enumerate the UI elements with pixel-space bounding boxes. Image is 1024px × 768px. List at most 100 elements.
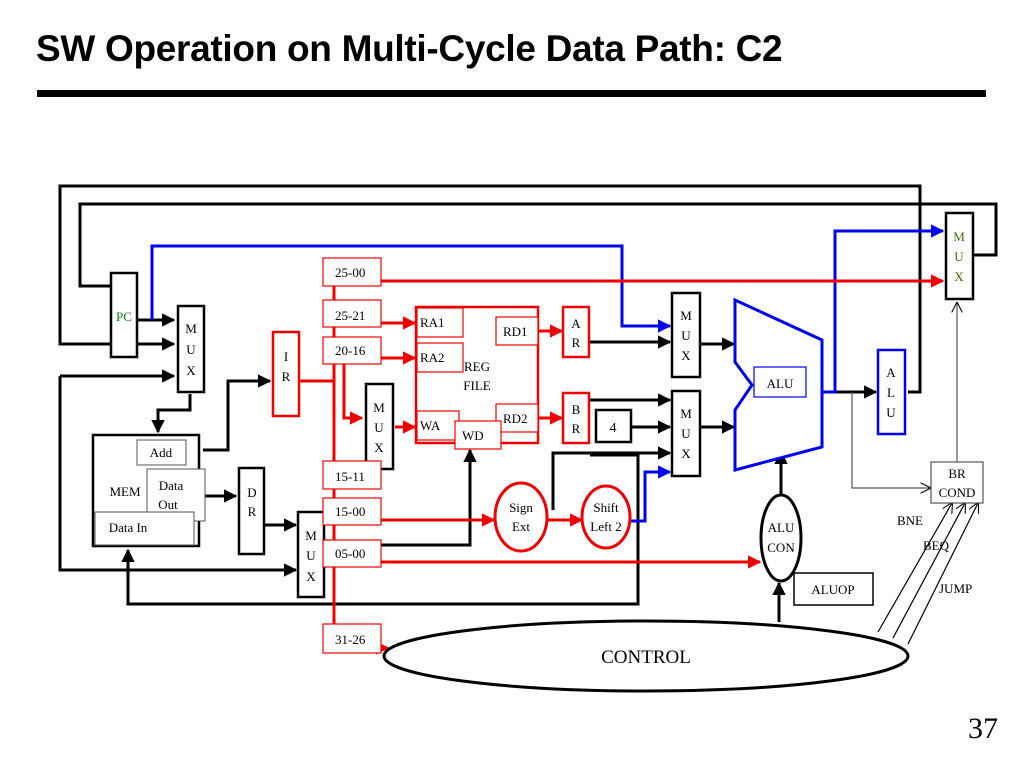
aluout-letter-l: L (887, 385, 895, 400)
title-underline (37, 90, 986, 97)
ir-letter-r: R (282, 369, 291, 384)
alu: ALU (733, 297, 824, 472)
ir-register: I R (271, 330, 301, 418)
jmux-letter-x: X (954, 269, 964, 284)
memory-unit: Add MEM Data Out Data In (91, 433, 206, 548)
dr-letter-r: R (248, 504, 257, 519)
shift-left-2: Shift Left 2 (580, 484, 632, 550)
alucon-line-2: CON (767, 540, 795, 555)
jmux-letter-m: M (953, 229, 965, 244)
control-unit: CONTROL (382, 619, 910, 693)
ir-field-labels: 25-00 25-21 20-16 15-11 15-00 05-00 31-2… (322, 257, 382, 654)
field-20-16: 20-16 (335, 343, 366, 358)
wire-pc-to-aluMux (150, 244, 672, 333)
wire-f20_16-to-regmux (342, 358, 364, 425)
wire-jumpmux-to-pc (78, 202, 998, 312)
sign-extend: Sign Ext (493, 481, 549, 553)
register-file: RA1 RA2 RD1 RD2 WA WD REG FILE (414, 305, 540, 450)
wire-b-to-datain (121, 453, 640, 606)
regfile-name-1: REG (464, 359, 490, 374)
mem-add-label: Add (150, 445, 173, 460)
jump-label: JUMP (939, 581, 972, 596)
brcond-line-1: BR (948, 466, 966, 481)
wire-aluout-to-wmux (58, 376, 298, 577)
alu-mux-b: M U X (670, 389, 702, 478)
ir-letter-i: I (284, 349, 288, 364)
shift-line-1: Shift (593, 500, 619, 515)
mem-data-out-2: Out (158, 497, 178, 512)
wire-alu-to-pc-loop (58, 184, 922, 394)
regfile-rd1: RD1 (503, 324, 528, 339)
control-to-brcond-lines (877, 503, 978, 645)
wire-alu-to-brcond (851, 392, 930, 488)
dr-letter-d: D (247, 485, 256, 500)
alu-control: ALU CON (759, 493, 803, 583)
pc-mux-letter-u: U (186, 342, 196, 357)
regfile-wd: WD (462, 428, 484, 443)
field-25-21: 25-21 (335, 308, 365, 323)
alu-mux-a: M U X (670, 291, 702, 379)
blue-wires (150, 224, 945, 523)
rmux-letter-u: U (374, 420, 384, 435)
aluop-label: ALUOP (811, 582, 854, 597)
wire-shift-to-aluMux (631, 465, 672, 523)
alu-label: ALU (767, 376, 794, 391)
alu-out-register: A L U (876, 348, 907, 436)
const-four: 4 (594, 408, 633, 444)
wire-mem-to-ir (203, 374, 272, 452)
mem-label: MEM (109, 484, 141, 499)
a-letter-r: R (572, 335, 581, 350)
page-number: 37 (968, 712, 998, 745)
amux-letter-m: M (680, 308, 692, 323)
bmux-letter-x: X (681, 446, 691, 461)
pc-mux: M U X (176, 304, 206, 394)
mem-data-in: Data In (109, 520, 148, 535)
pc-label: PC (116, 309, 132, 324)
field-15-00: 15-00 (335, 504, 365, 519)
alucon-line-1: ALU (768, 520, 795, 535)
write-data-mux: M U X (296, 510, 326, 599)
a-register: A R (561, 305, 591, 359)
beq-label: BEQ (923, 538, 950, 553)
amux-letter-x: X (681, 348, 691, 363)
bmux-letter-m: M (680, 406, 692, 421)
reg-dest-mux: M U X (364, 382, 395, 471)
regfile-ra1: RA1 (420, 315, 445, 330)
wmux-letter-m: M (305, 528, 317, 543)
const-four-label: 4 (610, 421, 617, 436)
amux-letter-u: U (681, 328, 691, 343)
a-letter-a: A (571, 316, 581, 331)
rmux-letter-m: M (373, 400, 385, 415)
bmux-letter-u: U (681, 426, 691, 441)
pc-register: PC (109, 271, 139, 359)
signext-line-1: Sign (509, 500, 533, 515)
jmux-letter-u: U (954, 249, 964, 264)
field-05-00: 05-00 (335, 546, 365, 561)
regfile-name-2: FILE (463, 378, 491, 393)
dr-register: D R (237, 466, 266, 556)
regfile-rd2: RD2 (503, 411, 528, 426)
b-letter-b: B (572, 402, 581, 417)
pc-mux-letter-m: M (185, 321, 197, 336)
control-label: CONTROL (601, 647, 691, 668)
wire-pcmux-to-mem (151, 394, 192, 434)
shift-line-2: Left 2 (590, 519, 621, 534)
wmux-letter-x: X (306, 569, 316, 584)
aluout-letter-a: A (886, 365, 896, 380)
wire-alu-to-jumpmux (822, 224, 945, 394)
wire-signext-to-aluMux (551, 446, 672, 510)
br-cond: BR COND (930, 461, 984, 504)
b-register: B R (561, 391, 591, 445)
aluout-letter-u: U (886, 405, 896, 420)
wmux-letter-u: U (306, 548, 316, 563)
aluop-box: ALUOP (793, 572, 874, 606)
field-31-26: 31-26 (335, 632, 366, 647)
bne-label: BNE (897, 513, 923, 528)
regfile-wa: WA (420, 418, 441, 433)
b-letter-r: R (572, 421, 581, 436)
rmux-letter-x: X (374, 440, 384, 455)
signext-line-2: Ext (512, 519, 530, 534)
field-25-00: 25-00 (335, 265, 365, 280)
mem-data-out-1: Data (159, 478, 184, 493)
